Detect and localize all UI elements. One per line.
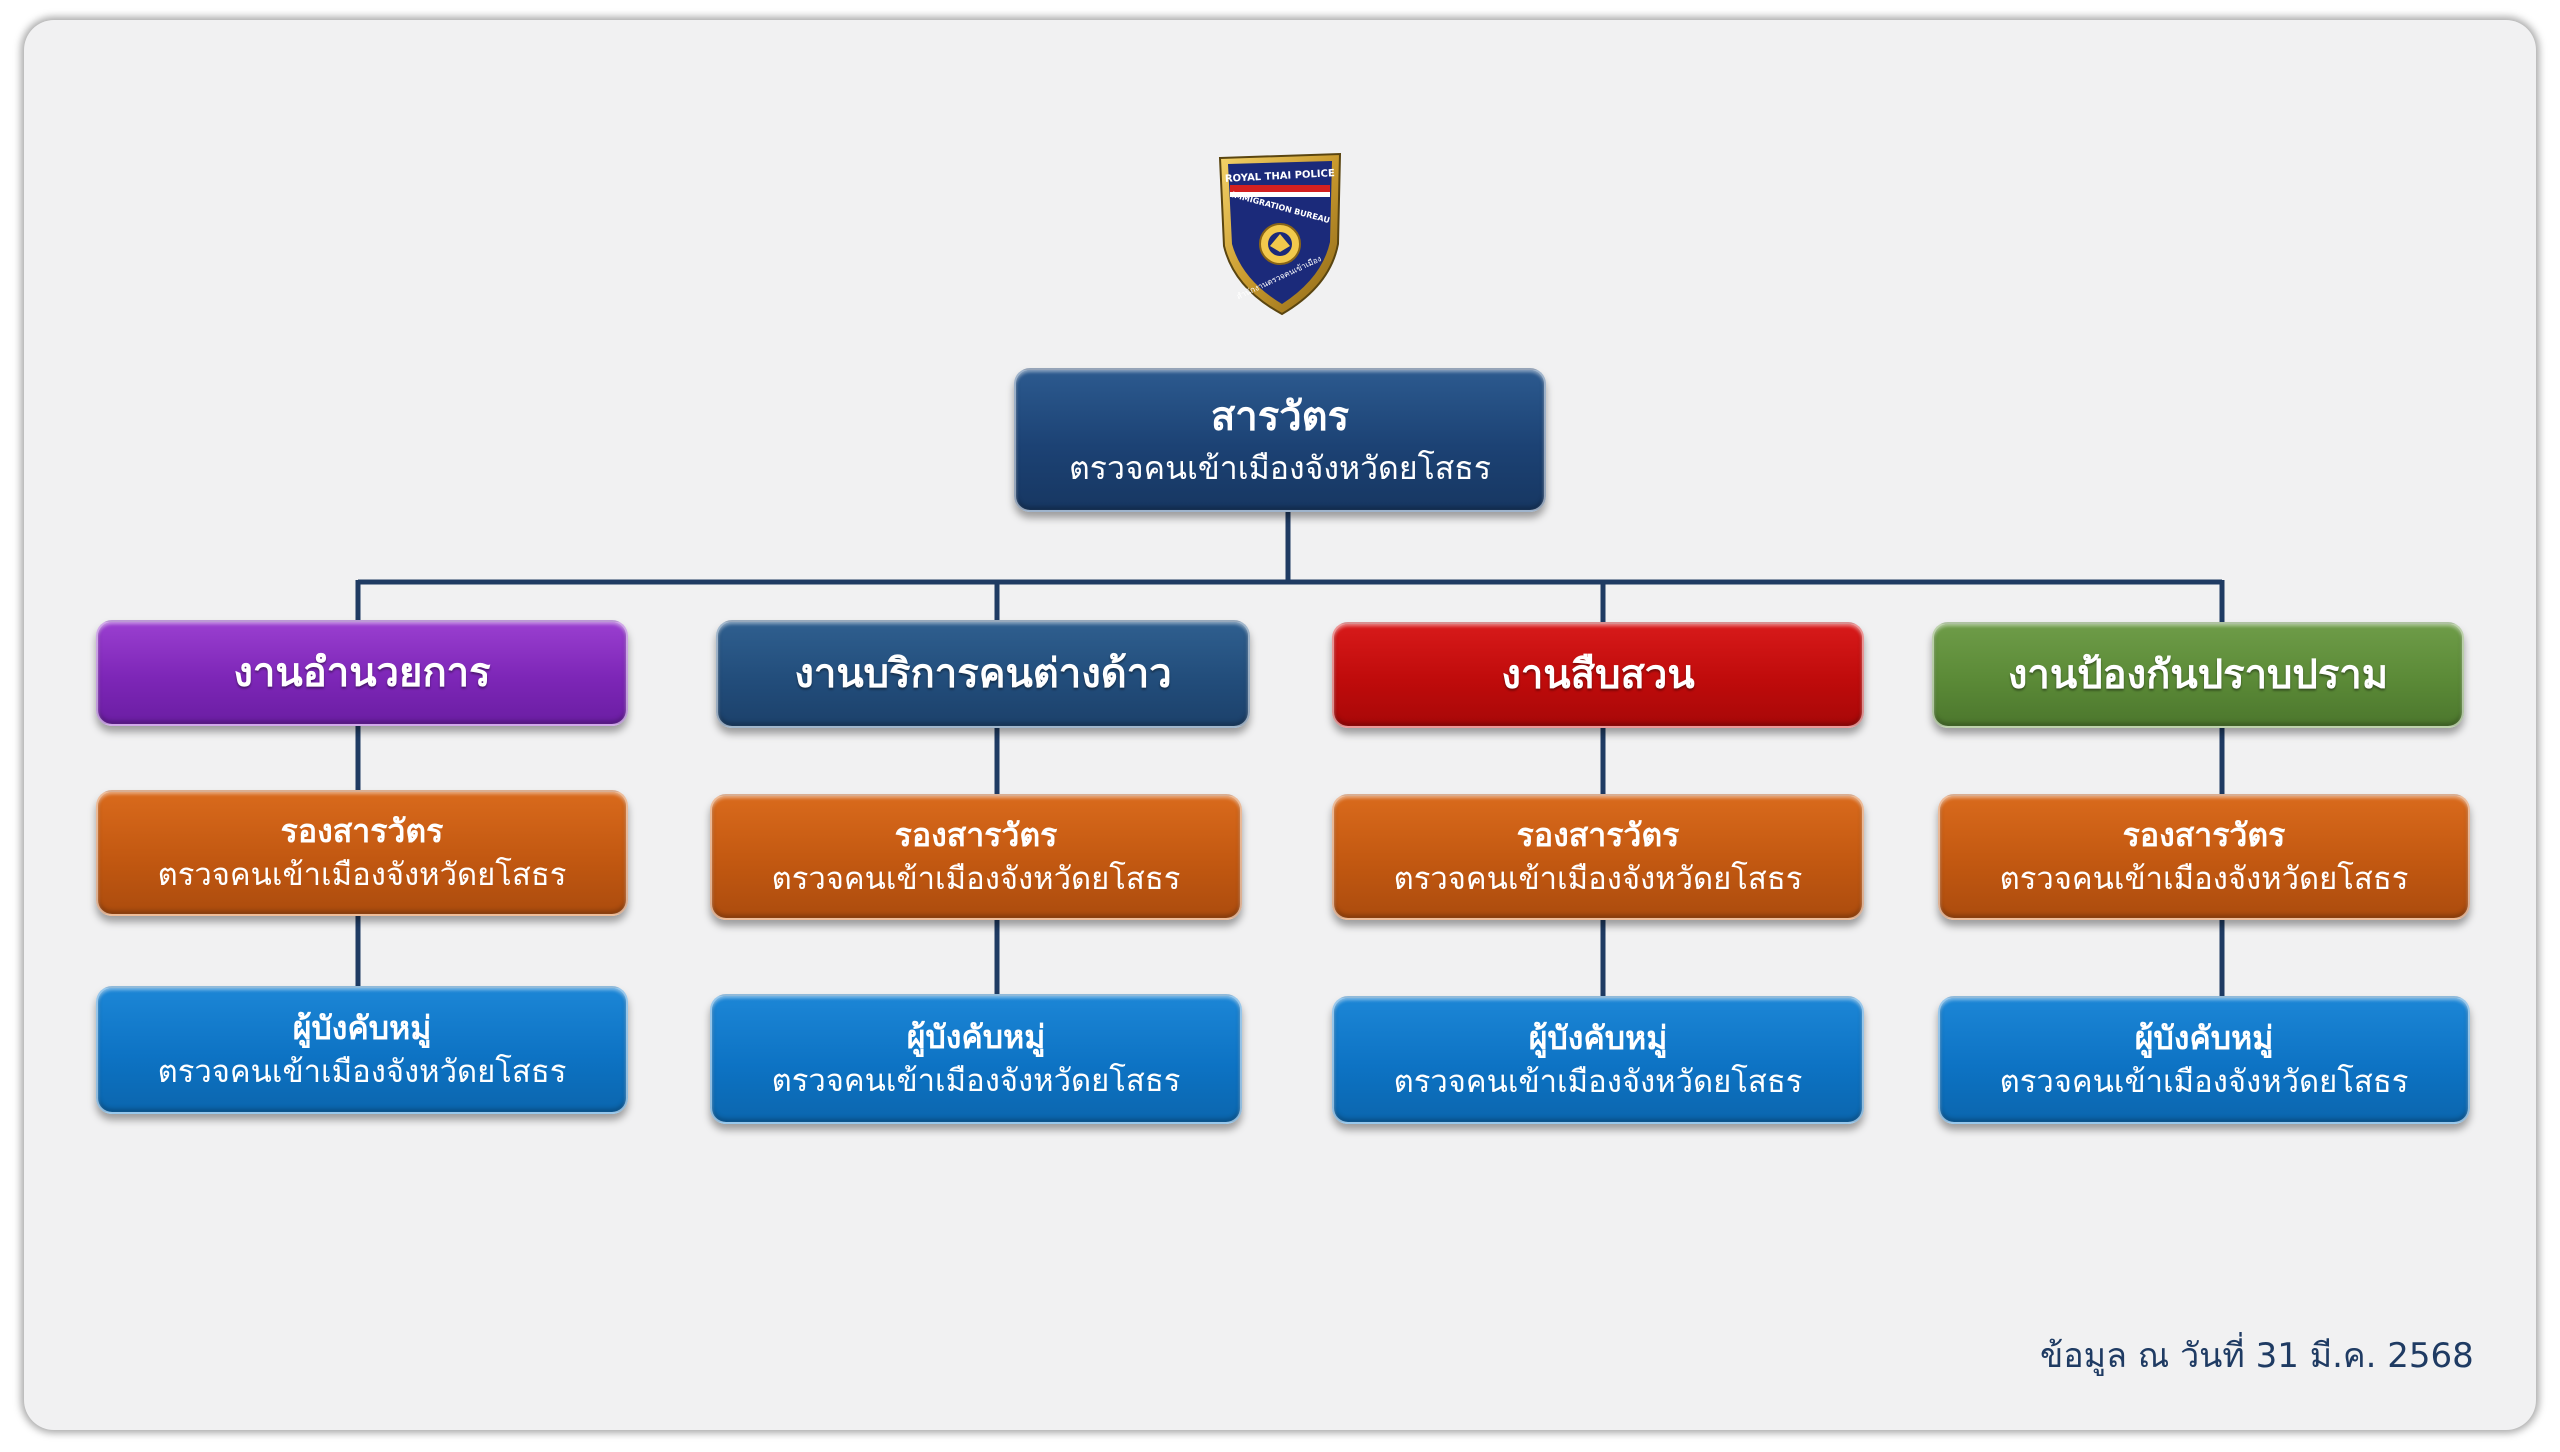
department-name: งานป้องกันปราบปราม <box>2007 652 2389 698</box>
deputy-subtitle: ตรวจคนเข้าเมืองจังหวัดยโสธร <box>1393 860 1803 897</box>
squad-leader-box: ผู้บังคับหมู่ ตรวจคนเข้าเมืองจังหวัดยโสธ… <box>1938 996 2470 1124</box>
squad-leader-title: ผู้บังคับหมู่ <box>906 1017 1046 1056</box>
department-box-administration: งานอำนวยการ <box>96 620 628 726</box>
department-box-foreigner-services: งานบริการคนต่างด้าว <box>716 620 1250 728</box>
head-of-office-box: สารวัตร ตรวจคนเข้าเมืองจังหวัดยโสธร <box>1014 368 1546 512</box>
deputy-subtitle: ตรวจคนเข้าเมืองจังหวัดยโสธร <box>157 856 567 893</box>
deputy-subtitle: ตรวจคนเข้าเมืองจังหวัดยโสธร <box>1999 860 2409 897</box>
deputy-box: รองสารวัตร ตรวจคนเข้าเมืองจังหวัดยโสธร <box>96 790 628 916</box>
squad-leader-subtitle: ตรวจคนเข้าเมืองจังหวัดยโสธร <box>1393 1063 1803 1100</box>
deputy-title: รองสารวัตร <box>280 811 444 850</box>
squad-leader-subtitle: ตรวจคนเข้าเมืองจังหวัดยโสธร <box>771 1062 1181 1099</box>
squad-leader-box: ผู้บังคับหมู่ ตรวจคนเข้าเมืองจังหวัดยโสธ… <box>96 986 628 1114</box>
deputy-subtitle: ตรวจคนเข้าเมืองจังหวัดยโสธร <box>771 860 1181 897</box>
squad-leader-box: ผู้บังคับหมู่ ตรวจคนเข้าเมืองจังหวัดยโสธ… <box>710 994 1242 1124</box>
head-subtitle: ตรวจคนเข้าเมืองจังหวัดยโสธร <box>1068 448 1492 487</box>
deputy-title: รองสารวัตร <box>894 815 1058 854</box>
squad-leader-box: ผู้บังคับหมู่ ตรวจคนเข้าเมืองจังหวัดยโสธ… <box>1332 996 1864 1124</box>
department-box-investigation: งานสืบสวน <box>1332 622 1864 728</box>
immigration-bureau-badge-icon: ROYAL THAI POLICE IMMIGRATION BUREAU สำน… <box>1218 152 1342 316</box>
department-name: งานสืบสวน <box>1501 652 1695 698</box>
deputy-title: รองสารวัตร <box>2122 815 2286 854</box>
squad-leader-subtitle: ตรวจคนเข้าเมืองจังหวัดยโสธร <box>1999 1063 2409 1100</box>
data-date-note: ข้อมูล ณ วันที่ 31 มี.ค. 2568 <box>2040 1336 2474 1376</box>
deputy-box: รองสารวัตร ตรวจคนเข้าเมืองจังหวัดยโสธร <box>710 794 1242 920</box>
squad-leader-title: ผู้บังคับหมู่ <box>1528 1018 1668 1057</box>
squad-leader-subtitle: ตรวจคนเข้าเมืองจังหวัดยโสธร <box>157 1053 567 1090</box>
squad-leader-title: ผู้บังคับหมู่ <box>2134 1018 2274 1057</box>
squad-leader-title: ผู้บังคับหมู่ <box>292 1008 432 1047</box>
department-name: งานอำนวยการ <box>233 650 491 696</box>
department-name: งานบริการคนต่างด้าว <box>794 651 1172 697</box>
deputy-box: รองสารวัตร ตรวจคนเข้าเมืองจังหวัดยโสธร <box>1938 794 2470 920</box>
deputy-box: รองสารวัตร ตรวจคนเข้าเมืองจังหวัดยโสธร <box>1332 794 1864 920</box>
head-title: สารวัตร <box>1210 393 1350 440</box>
department-box-prevention-suppression: งานป้องกันปราบปราม <box>1932 622 2464 728</box>
deputy-title: รองสารวัตร <box>1516 815 1680 854</box>
